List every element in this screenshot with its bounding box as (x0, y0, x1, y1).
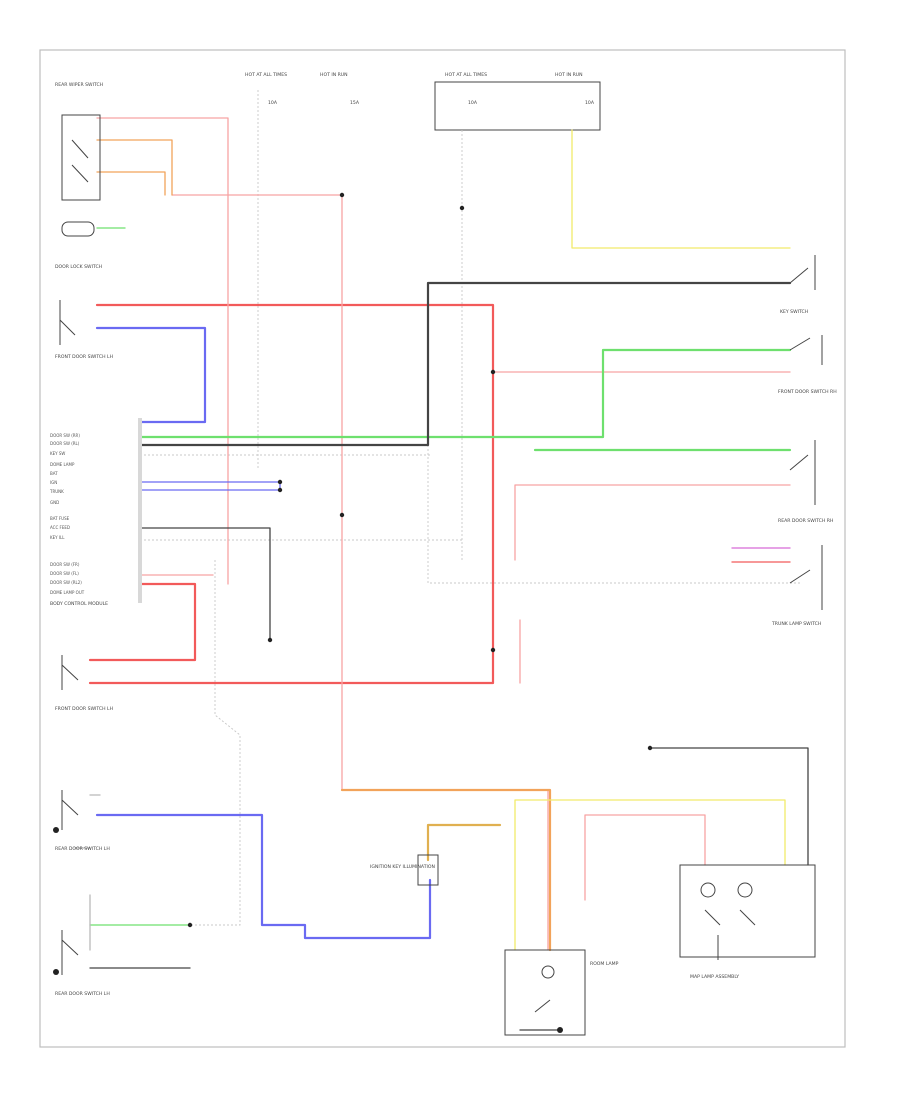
bcm: BODY CONTROL MODULE DOOR SW (RR) DOOR SW… (49, 418, 142, 607)
hot-label-3: HOT AT ALL TIMES (445, 72, 487, 78)
bcm-pin-10: KEY ILL (50, 535, 65, 540)
bcm-pin-7: GND (50, 500, 59, 505)
bcm-pin-1: DOOR SW (RL) (50, 441, 80, 446)
rear-door-switch-rh-label: REAR DOOR SWITCH RH (778, 518, 833, 524)
wire-black-1 (138, 281, 792, 447)
wire-orange-1 (96, 139, 173, 196)
splices (187, 192, 653, 928)
wire-black-5 (649, 747, 809, 866)
hot-label-4: HOT IN RUN (555, 72, 583, 78)
wire-black-2 (139, 527, 271, 641)
bcm-pin-11: DOOR SW (FR) (50, 562, 80, 567)
hot-label-1: HOT AT ALL TIMES (245, 72, 287, 78)
fuse-label-1: 10A (268, 100, 278, 106)
fuse-box: HOT AT ALL TIMES HOT IN RUN HOT AT ALL T… (245, 72, 601, 131)
trunk-lamp-switch: TRUNK LAMP SWITCH (771, 545, 823, 627)
rear-door-switch-lh-2-label: REAR DOOR SWITCH LH (55, 991, 110, 997)
diagram-frame (39, 49, 846, 1048)
ignition-illum-label: IGNITION KEY ILLUMINATION (370, 864, 435, 870)
rear-wiper-switch: REAR WIPER SWITCH (55, 82, 103, 201)
front-door-switch-rh-label: FRONT DOOR SWITCH RH (778, 389, 837, 395)
front-door-switch-lh-label: FRONT DOOR SWITCH LH (55, 354, 113, 360)
rear-door-switch-lh: REAR DOOR SWITCH LH (53, 790, 110, 852)
wire-orange-2 (96, 171, 166, 196)
wire-red-1 (88, 303, 495, 685)
map-lamp-label: MAP LAMP ASSEMBLY (690, 974, 739, 980)
rear-door-switch-lh-label: REAR DOOR SWITCH LH (55, 846, 110, 852)
room-lamp-label: ROOM LAMP (590, 961, 619, 967)
ignition-illum: IGNITION KEY ILLUMINATION (370, 854, 439, 886)
fuse-label-4: 10A (585, 100, 595, 106)
wire-blue-3 (95, 813, 432, 940)
front-door-switch-lh-lower-label: FRONT DOOR SWITCH LH (55, 706, 113, 712)
bcm-pin-4: BAT (50, 471, 58, 476)
front-door-switch-lh: FRONT DOOR SWITCH LH (55, 655, 113, 712)
bcm-pin-2: KEY SW (50, 451, 65, 456)
front-door-switch-lh-top: FRONT DOOR SWITCH LH (55, 300, 113, 360)
bcm-pin-12: DOOR SW (FL) (50, 571, 79, 576)
bcm-pin-5: IGN (50, 480, 57, 485)
wire-red-2 (88, 582, 197, 662)
wire-green-2 (138, 348, 792, 439)
fuse-label-2: 15A (350, 100, 360, 106)
fuse-box-outline (434, 81, 601, 131)
rear-door-switch-rh: REAR DOOR SWITCH RH (778, 440, 833, 524)
wire-pink-6 (584, 814, 706, 901)
fuse-label-3: 10A (468, 100, 478, 106)
bcm-pin-14: DOME LAMP OUT (50, 590, 85, 595)
wire-yellow-1 (571, 129, 791, 249)
bcm-pin-8: BAT FUSE (50, 516, 70, 521)
door-lock-switch-label: DOOR LOCK SWITCH (55, 264, 102, 270)
room-lamp: ROOM LAMP (504, 949, 619, 1036)
wire-blue-1 (95, 326, 207, 424)
rear-wiper-switch-label: REAR WIPER SWITCH (55, 82, 103, 88)
key-switch-label: KEY SWITCH (780, 309, 808, 315)
bcm-pin-6: TRUNK (49, 489, 64, 494)
wire-orange-4 (426, 823, 502, 862)
wire-yellow-2 (514, 799, 786, 951)
bcm-pin-13: DOOR SW (RL2) (50, 580, 82, 585)
rear-door-switch-lh-2: REAR DOOR SWITCH LH (53, 930, 110, 997)
bcm-label: BODY CONTROL MODULE (50, 601, 108, 607)
bcm-pin-9: ACC FEED (50, 525, 70, 530)
bcm-pin-3: DOME LAMP (50, 462, 75, 467)
door-lock-switch: DOOR LOCK SWITCH (55, 221, 102, 270)
wire-blue-2 (139, 481, 281, 491)
wire-pink-1 (96, 117, 229, 585)
bcm-pin-0: DOOR SW (RR) (50, 433, 80, 438)
dashed-guides (140, 90, 800, 926)
hot-label-2: HOT IN RUN (320, 72, 348, 78)
trunk-lamp-switch-label: TRUNK LAMP SWITCH (771, 621, 821, 627)
wire-pink-4 (514, 484, 791, 561)
map-lamp: MAP LAMP ASSEMBLY (679, 864, 816, 980)
front-door-switch-rh: FRONT DOOR SWITCH RH (778, 335, 837, 395)
wire-orange-3 (340, 788, 552, 952)
key-switch: KEY SWITCH (780, 255, 816, 315)
